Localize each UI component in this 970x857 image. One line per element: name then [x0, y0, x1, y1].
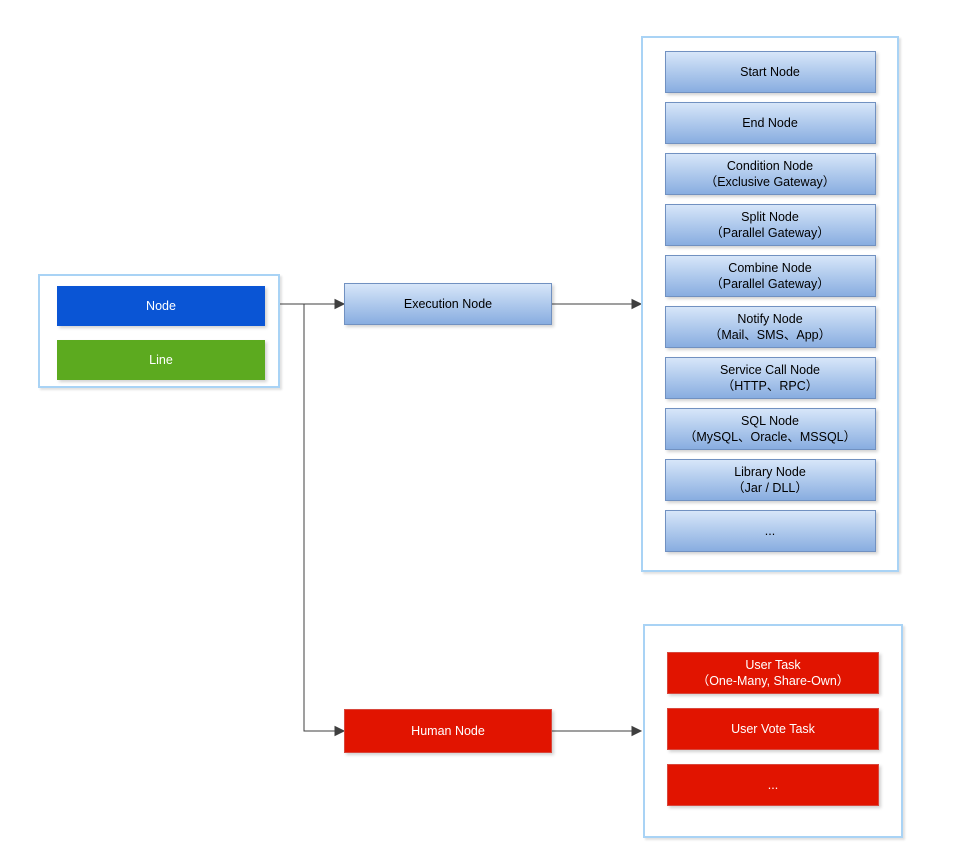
node-title: Split Node — [741, 210, 799, 224]
human-node-user-task: User Task （One-Many, Share-Own） — [667, 652, 879, 694]
legend-item-line: Line — [57, 340, 265, 380]
node-title: Service Call Node — [719, 363, 821, 377]
node-title: Combine Node — [728, 261, 812, 275]
exec-node-start: Start Node — [664, 51, 876, 93]
node-title: User Vote Task — [731, 722, 815, 736]
node-title: Library Node — [734, 465, 806, 479]
human-node-label: Human Node — [411, 724, 485, 738]
exec-node-condition: Condition Node （Exclusive Gateway） — [664, 153, 876, 195]
exec-node-library: Library Node （Jar / DLL） — [664, 459, 876, 501]
execution-types-panel: Start Node End Node Condition Node （Excl… — [641, 36, 899, 572]
node-title: ... — [764, 524, 776, 538]
node-title: Notify Node — [737, 312, 803, 326]
node-subtitle: （Mail、SMS、App） — [708, 328, 832, 342]
exec-node-service-call: Service Call Node （HTTP、RPC） — [664, 357, 876, 399]
exec-node-combine: Combine Node （Parallel Gateway） — [664, 255, 876, 297]
execution-node-label: Execution Node — [403, 297, 493, 311]
exec-node-more: ... — [664, 510, 876, 552]
legend-panel: Node Line — [38, 274, 280, 388]
exec-node-end: End Node — [664, 102, 876, 144]
human-node: Human Node — [344, 709, 552, 753]
arrowhead-human-panel — [631, 725, 643, 737]
node-title: End Node — [742, 116, 798, 130]
node-title: Condition Node — [726, 159, 814, 173]
exec-node-sql: SQL Node （MySQL、Oracle、MSSQL） — [664, 408, 876, 450]
legend-node-label: Node — [146, 299, 176, 313]
execution-node: Execution Node — [344, 283, 552, 325]
exec-node-split: Split Node （Parallel Gateway） — [664, 204, 876, 246]
node-subtitle: （Exclusive Gateway） — [704, 175, 836, 189]
node-subtitle: （MySQL、Oracle、MSSQL） — [683, 430, 857, 444]
node-subtitle: （Parallel Gateway） — [710, 277, 830, 291]
human-node-user-vote-task: User Vote Task — [667, 708, 879, 750]
node-title: SQL Node — [741, 414, 799, 428]
legend-line-label: Line — [149, 353, 173, 367]
node-subtitle: （One-Many, Share-Own） — [696, 674, 850, 688]
node-subtitle: （Parallel Gateway） — [710, 226, 830, 240]
edge-node-to-human — [303, 304, 336, 732]
arrowhead-execution-panel — [631, 298, 643, 310]
node-title: ... — [767, 778, 779, 792]
arrowhead-human — [334, 725, 346, 737]
node-subtitle: （Jar / DLL） — [732, 481, 808, 495]
node-title: User Task — [745, 658, 801, 672]
human-node-more: ... — [667, 764, 879, 806]
human-types-panel: User Task （One-Many, Share-Own） User Vot… — [643, 624, 903, 838]
node-title: Start Node — [740, 65, 800, 79]
arrowhead-execution — [334, 298, 346, 310]
legend-item-node: Node — [57, 286, 265, 326]
node-subtitle: （HTTP、RPC） — [721, 379, 819, 393]
exec-node-notify: Notify Node （Mail、SMS、App） — [664, 306, 876, 348]
